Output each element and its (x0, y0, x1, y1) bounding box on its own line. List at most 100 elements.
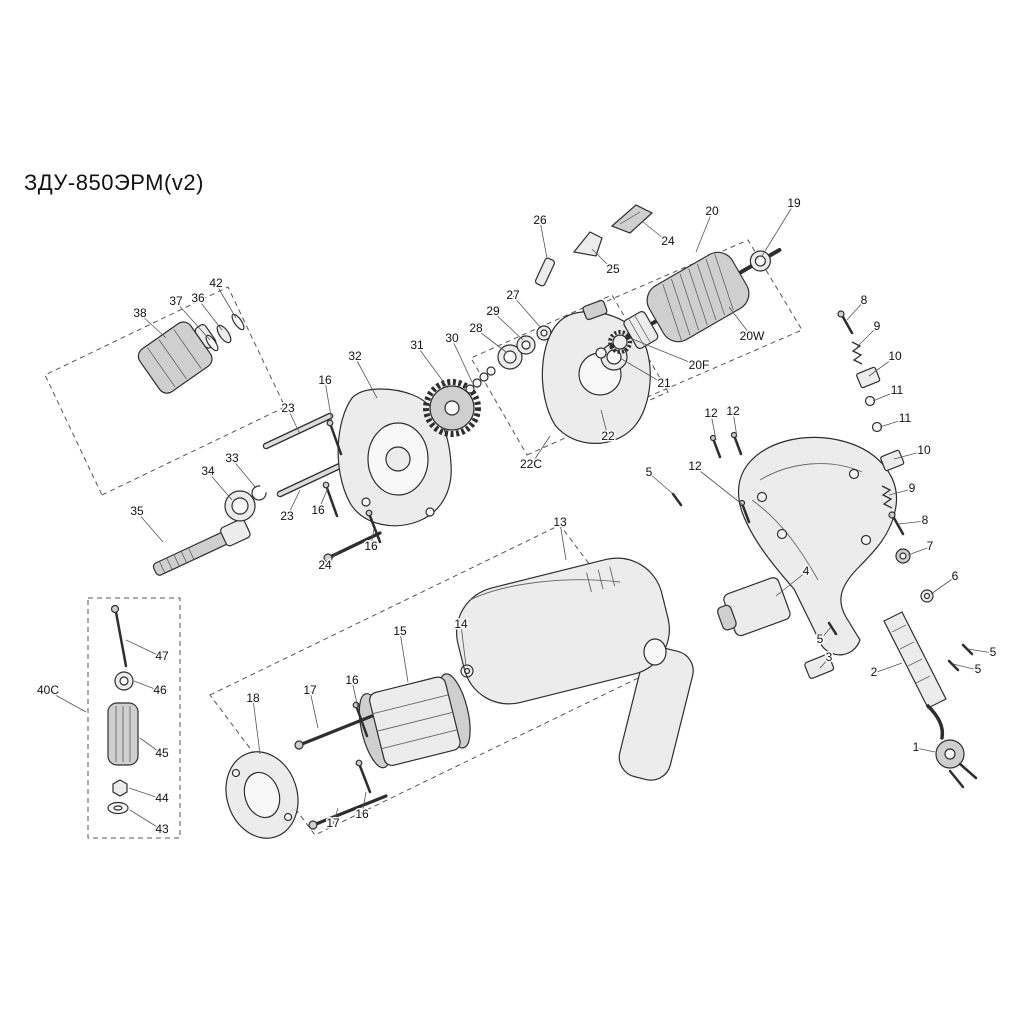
switch (716, 577, 791, 637)
part-label-15: 15 (393, 624, 407, 638)
part-label-25: 25 (606, 262, 620, 276)
leader-line-20 (695, 211, 713, 253)
leader-line-12 (710, 413, 717, 441)
leader-line-16 (351, 680, 359, 709)
leader-line-21 (619, 357, 665, 385)
leader-line-8 (898, 520, 926, 525)
part-label-44: 44 (155, 791, 169, 805)
part-label-36: 36 (191, 291, 205, 305)
part-label-46: 46 (153, 683, 167, 697)
leader-line-38 (139, 313, 167, 339)
small-screws (671, 492, 974, 672)
side-handle-parts (107, 604, 139, 815)
part-label-24: 24 (661, 234, 675, 248)
part-label-31: 31 (410, 338, 424, 352)
leader-line-5 (819, 626, 832, 641)
part-label-5: 5 (817, 632, 824, 646)
part-label-17: 17 (303, 683, 317, 697)
part-label-11: 11 (899, 411, 912, 425)
leader-line-27 (512, 295, 542, 329)
guide-pins (262, 412, 348, 498)
part-label-10: 10 (917, 443, 931, 457)
ball-bearing (497, 325, 552, 370)
stator (358, 673, 471, 769)
brush-holder-cap (534, 204, 654, 287)
spindle-bearing (224, 490, 256, 522)
chuck-group-outline (44, 286, 286, 496)
leader-line-23 (287, 408, 301, 435)
part-label-18: 18 (246, 691, 260, 705)
right-housing (737, 436, 898, 656)
part-label-33: 33 (225, 451, 239, 465)
leader-line-24 (642, 221, 669, 243)
leader-layer (47, 203, 994, 831)
page-title: ЗДУ-850ЭРМ(v2) (24, 170, 204, 195)
leader-line-44 (128, 787, 163, 800)
leader-line-17 (309, 690, 319, 729)
part-label-5: 5 (646, 465, 653, 479)
circlip (251, 485, 267, 501)
leader-line-2 (873, 662, 903, 674)
part-label-14: 14 (454, 617, 468, 631)
part-label-19: 19 (787, 196, 801, 210)
part-label-23: 23 (280, 509, 294, 523)
leader-line-9 (856, 326, 878, 348)
part-label-34: 34 (201, 464, 215, 478)
part-label-4: 4 (803, 564, 810, 578)
part-label-9: 9 (909, 481, 916, 495)
leader-line-45 (139, 737, 163, 755)
cable-guard (883, 611, 947, 709)
part-label-37: 37 (169, 294, 183, 308)
part-label-2: 2 (871, 665, 878, 679)
leader-line-15 (399, 631, 409, 683)
leader-line-29 (492, 311, 524, 341)
leader-line-33 (231, 458, 257, 489)
washer-stack (465, 366, 496, 394)
leader-line-16 (370, 527, 375, 548)
leader-line-34 (207, 471, 233, 501)
leader-line-18 (252, 698, 261, 755)
part-label-12: 12 (726, 404, 740, 418)
part-label-40C: 40C (37, 683, 59, 697)
labels-layer: 262420192542363738272928303132820W920F10… (35, 195, 998, 838)
leader-line-22 (600, 409, 609, 438)
leader-line-43 (129, 809, 163, 831)
leader-line-17 (332, 807, 339, 825)
part-label-35: 35 (130, 504, 144, 518)
side-handle-group-outline (87, 597, 181, 839)
leader-line-30 (451, 338, 473, 383)
gearbox-housing (337, 388, 452, 527)
leader-line-3 (819, 657, 830, 669)
part-label-24: 24 (318, 558, 332, 572)
part-label-45: 45 (155, 746, 169, 760)
part-label-32: 32 (348, 349, 362, 363)
leader-line-28 (475, 328, 507, 353)
spur-gear (423, 379, 481, 437)
brush-parts (837, 310, 934, 603)
part-label-5: 5 (975, 662, 982, 676)
leader-line-4 (775, 571, 807, 597)
part-label-28: 28 (469, 321, 483, 335)
leader-line-5 (648, 472, 674, 495)
part-label-23: 23 (281, 401, 295, 415)
part-label-29: 29 (486, 304, 500, 318)
leader-line-32 (354, 356, 378, 399)
part-label-16: 16 (345, 673, 359, 687)
part-label-20F: 20F (689, 358, 710, 372)
power-cord (926, 704, 978, 789)
leader-line-10 (893, 450, 925, 460)
leader-line-20W (728, 306, 753, 338)
leader-line-9 (888, 488, 913, 496)
part-label-20: 20 (705, 204, 719, 218)
part-label-8: 8 (922, 513, 929, 527)
leader-line-10 (868, 356, 896, 377)
leader-line-5 (967, 648, 994, 654)
armature (595, 248, 782, 359)
front-cover (225, 751, 299, 839)
part-label-26: 26 (533, 213, 547, 227)
leader-line-25 (591, 248, 614, 271)
leader-line-26 (539, 220, 548, 259)
leader-line-5 (952, 663, 979, 671)
